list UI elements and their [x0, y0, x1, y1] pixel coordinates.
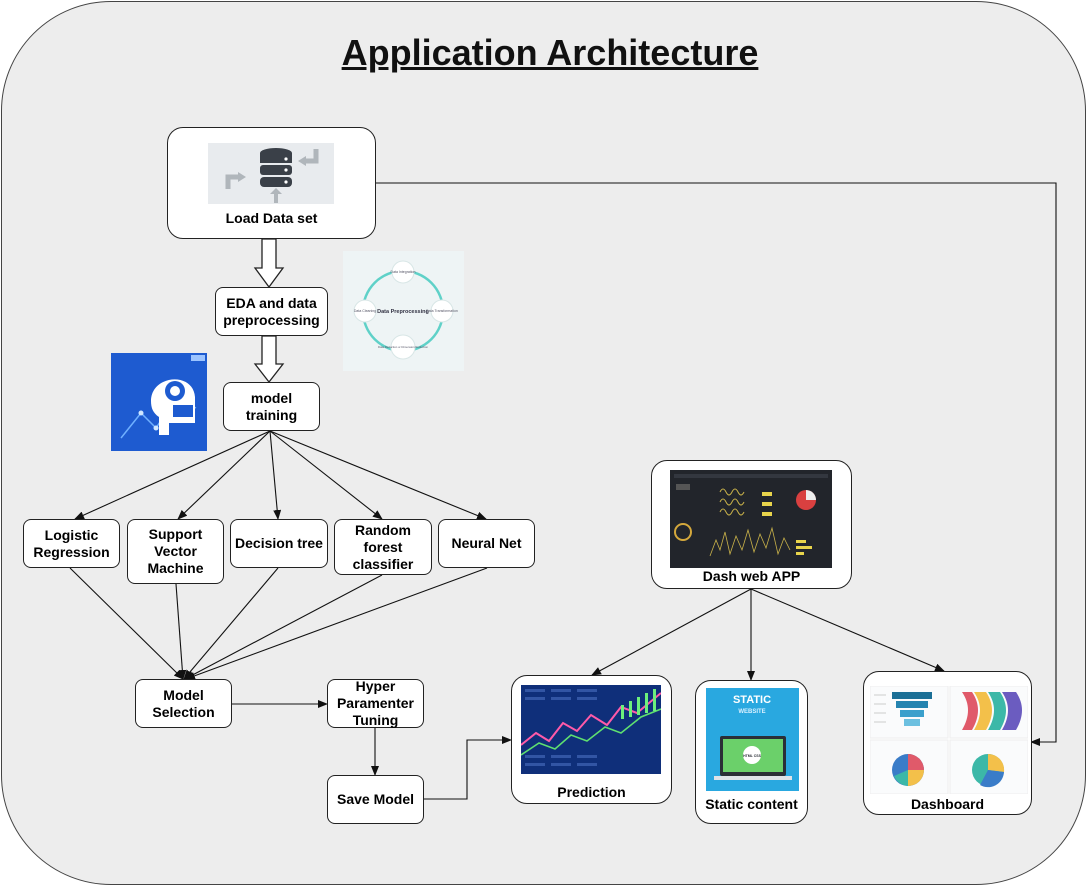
load-data-label: Load Data set	[225, 210, 318, 226]
stock-chart-image	[521, 685, 661, 774]
edge-logistic-selection	[69, 567, 184, 680]
cycle-step-3: Data Reduction or Dimension Reduction	[378, 345, 428, 349]
edge-training-neural	[269, 430, 487, 520]
dash-screenshot	[670, 470, 832, 568]
cycle-step-2: Data Transformation	[426, 309, 458, 313]
dash-app-node: Dash web APP	[651, 460, 852, 589]
edge-dash-dashboard	[750, 588, 945, 672]
edge-neural-selection	[185, 567, 488, 680]
static-website-image: STATIC WEBSITE HTML CSS	[706, 688, 799, 791]
static-content-label: Static content	[705, 796, 798, 812]
random-forest-node: Random forest classifier	[334, 519, 432, 575]
edge-dash-prediction	[591, 588, 752, 676]
eda-node: EDA and data preprocessing	[215, 287, 328, 336]
edge-tree-selection	[183, 567, 279, 680]
cycle-step-1: Data Integration	[391, 270, 416, 274]
dash-app-label: Dash web APP	[702, 568, 801, 584]
logistic-regression-node: Logistic Regression	[23, 519, 120, 568]
static-badge: HTML CSS	[743, 754, 761, 758]
block-arrow-eda-to-training	[253, 335, 285, 384]
edge-training-tree	[269, 430, 282, 520]
edge-load-dashboard	[376, 182, 1057, 746]
dashboard-label: Dashboard	[910, 796, 985, 812]
svm-node: Support Vector Machine	[127, 519, 224, 584]
preprocessing-cycle-image: Data Preprocessing Data Integration Data…	[343, 251, 464, 371]
save-model-node: Save Model	[327, 775, 424, 824]
decision-tree-node: Decision tree	[230, 519, 328, 568]
hyper-tuning-node: Hyper Paramenter Tuning	[327, 678, 424, 728]
edge-training-logistic	[74, 430, 271, 520]
prediction-label: Prediction	[557, 784, 626, 800]
static-heading: STATIC	[733, 694, 771, 706]
static-sub: WEBSITE	[738, 709, 765, 715]
neural-net-node: Neural Net	[438, 519, 535, 568]
prediction-node: Prediction	[511, 675, 672, 804]
ai-brain-image	[111, 353, 207, 451]
static-content-node: STATIC WEBSITE HTML CSS Static content	[695, 680, 808, 824]
load-data-node: Load Data set	[167, 127, 376, 239]
dashboard-node: Dashboard	[863, 671, 1032, 815]
model-training-node: model training	[223, 382, 320, 431]
edge-svm-selection	[175, 583, 187, 680]
edge-training-forest	[269, 430, 383, 520]
page-title: Application Architecture	[341, 32, 759, 73]
dashboard-image	[870, 686, 1028, 794]
edge-forest-selection	[184, 574, 383, 680]
database-icon	[208, 143, 334, 204]
cycle-step-4: Data Cleaning	[354, 309, 376, 313]
model-selection-node: Model Selection	[135, 679, 232, 728]
cycle-center-label: Data Preprocessing	[377, 309, 429, 315]
edge-save-prediction	[424, 736, 512, 800]
edge-training-svm	[177, 430, 271, 520]
block-arrow-load-to-eda	[253, 238, 285, 289]
